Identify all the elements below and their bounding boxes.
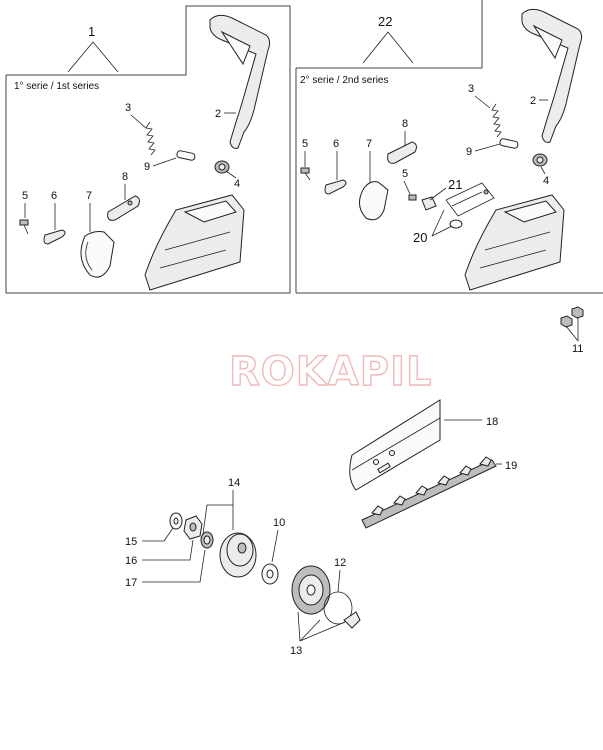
brake-band-part-2 xyxy=(359,181,389,221)
guide-bar-part xyxy=(349,399,441,491)
group-22-bracket: 22 xyxy=(362,14,414,64)
spring-part xyxy=(145,121,156,156)
callout-2-r: 2 xyxy=(530,95,536,107)
callout-12: 12 xyxy=(334,557,346,569)
hand-guard-part xyxy=(209,14,271,149)
chain-cover-part-2 xyxy=(464,194,565,291)
callout-4-r: 4 xyxy=(543,175,549,187)
callout-7: 7 xyxy=(86,190,92,202)
clamp-part xyxy=(421,196,437,211)
washer-part xyxy=(169,512,183,530)
chain-cover-part xyxy=(144,194,245,291)
brake-band-part xyxy=(80,231,115,278)
callout-14: 14 xyxy=(228,477,240,489)
callout-5: 5 xyxy=(22,190,28,202)
callout-3: 3 xyxy=(125,102,131,114)
clutch-drum-part xyxy=(219,532,257,578)
callout-6: 6 xyxy=(51,190,57,202)
callout-8-r: 8 xyxy=(402,118,408,130)
small-screw-part xyxy=(408,194,417,201)
callout-9-r: 9 xyxy=(466,146,472,158)
screw-part xyxy=(19,219,29,235)
panel-right-frame xyxy=(295,0,603,294)
callout-5-r: 5 xyxy=(302,138,308,150)
chain-teeth xyxy=(371,456,492,516)
lever-part-2 xyxy=(324,179,347,195)
nuts-part-11 xyxy=(560,306,584,342)
lever-part xyxy=(43,229,66,245)
callout-20-r: 20 xyxy=(413,230,427,245)
bracket-part xyxy=(107,195,140,221)
pin-part xyxy=(176,150,196,161)
clutch-tool-part xyxy=(343,611,361,629)
callout-21-r: 21 xyxy=(448,177,462,192)
needle-bearing-part xyxy=(200,531,214,549)
bracket-part-2 xyxy=(387,141,417,164)
callout-18: 18 xyxy=(486,416,498,428)
callout-15: 15 xyxy=(125,536,137,548)
spring-part-2 xyxy=(491,103,502,138)
rokapil-watermark: ROKAPIL xyxy=(229,349,432,395)
callout-17: 17 xyxy=(125,577,137,589)
callout-8: 8 xyxy=(122,171,128,183)
series-2-label: 2° serie / 2nd series xyxy=(300,75,389,86)
group-1-bracket: 1 xyxy=(67,24,119,73)
nut-part-2 xyxy=(532,153,548,167)
callout-2: 2 xyxy=(215,108,221,120)
callout-19: 19 xyxy=(505,460,517,472)
group-1-label: 1 xyxy=(88,24,95,39)
callout-13: 13 xyxy=(290,645,302,657)
panel-left-frame xyxy=(5,5,291,294)
series-1-label: 1° serie / 1st series xyxy=(14,81,99,92)
sprocket-part xyxy=(183,515,203,540)
callout-7-r: 7 xyxy=(366,138,372,150)
adjuster-kit-part xyxy=(445,182,495,229)
group-22-label: 22 xyxy=(378,14,392,29)
callout-4: 4 xyxy=(234,178,240,190)
callout-11: 11 xyxy=(572,343,583,355)
hand-guard-part-2 xyxy=(521,8,583,143)
callout-3-r: 3 xyxy=(468,83,474,95)
pin-part-2 xyxy=(499,138,519,149)
washer-part-10 xyxy=(261,563,279,585)
callout-5b-r: 5 xyxy=(402,168,408,180)
callout-9: 9 xyxy=(144,161,150,173)
callout-6-r: 6 xyxy=(333,138,339,150)
callout-16: 16 xyxy=(125,555,137,567)
nut-part xyxy=(214,160,230,174)
clutch-part xyxy=(291,565,331,615)
saw-chain-part xyxy=(361,456,497,529)
callout-10: 10 xyxy=(273,517,285,529)
screw-part-2 xyxy=(300,167,311,181)
